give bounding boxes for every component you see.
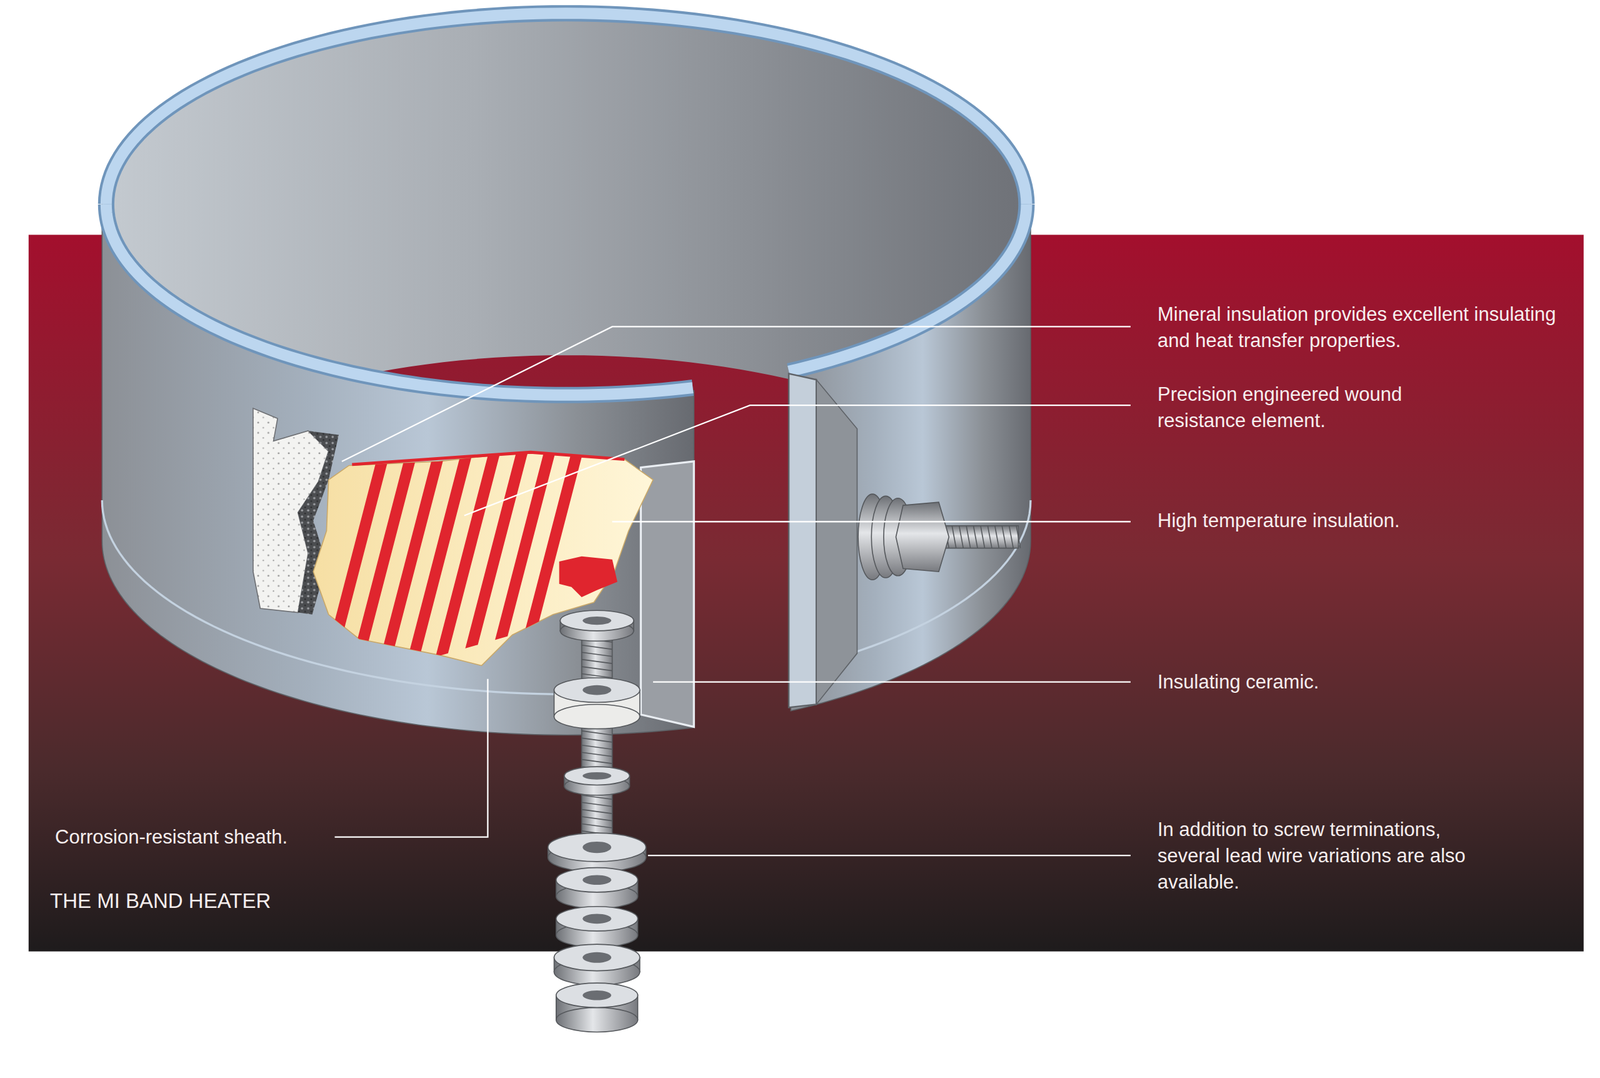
- flange-plate: [640, 461, 694, 727]
- insulating-ceramic-hole: [582, 685, 612, 695]
- hex-nut: [556, 1006, 639, 1032]
- callout-label: In addition to screw terminations, sever…: [1157, 816, 1499, 895]
- washer-hole: [582, 771, 612, 780]
- band-sheath: [101, 204, 694, 735]
- band-rim: [788, 204, 1027, 372]
- flange-plate: [816, 379, 857, 704]
- callout-label: Insulating ceramic.: [1157, 668, 1533, 695]
- thread-line: [951, 525, 957, 549]
- thread-line: [581, 816, 613, 821]
- element-terminal: [559, 556, 618, 597]
- thread-line: [581, 801, 613, 807]
- hex-nut: [556, 867, 639, 892]
- thread-line: [581, 659, 613, 664]
- terminal-bolt: [858, 493, 1021, 580]
- thread-line: [1016, 525, 1021, 549]
- callout-label: Corrosion-resistant sheath.: [55, 823, 380, 850]
- hex-nut: [895, 501, 949, 572]
- washer-hole: [582, 913, 612, 924]
- washer-hole: [582, 616, 612, 625]
- thread-line: [581, 759, 613, 764]
- leader-line: [653, 680, 1131, 682]
- thread-line: [581, 651, 613, 657]
- hex-nut-hole: [582, 990, 612, 1000]
- insulating-ceramic: [554, 677, 640, 702]
- leader-line: [648, 854, 1131, 856]
- leader-line: [464, 405, 1131, 515]
- thread-line: [581, 745, 613, 750]
- thread-line: [980, 525, 985, 549]
- hex-nut-hole: [582, 874, 612, 885]
- flange-plate: [788, 373, 817, 708]
- thread-line: [987, 525, 992, 549]
- band-rim: [106, 204, 694, 395]
- diagram-title: THE MI BAND HEATER: [50, 887, 450, 914]
- thread-line: [581, 809, 613, 814]
- thread-line: [581, 730, 613, 735]
- thread-line: [581, 751, 613, 757]
- washer: [554, 943, 640, 970]
- leader-line: [335, 678, 489, 837]
- thread-line: [1009, 525, 1014, 549]
- band-rim: [106, 204, 694, 395]
- thread-line: [581, 645, 613, 650]
- thread-line: [581, 795, 613, 800]
- callout-label: High temperature insulation.: [1157, 507, 1595, 534]
- thread-line: [1001, 525, 1007, 549]
- washer: [564, 766, 630, 785]
- thread-line: [581, 737, 613, 742]
- thread-line: [959, 525, 964, 549]
- thread-line: [995, 525, 1000, 549]
- washer-hole: [582, 841, 612, 853]
- thread-line: [581, 823, 613, 828]
- band-rim: [788, 204, 1027, 372]
- hex-nut: [556, 982, 639, 1007]
- washer: [556, 906, 639, 931]
- resistance-element: [351, 451, 625, 465]
- callout-label: Mineral insulation provides excellent in…: [1157, 301, 1570, 354]
- thread-line: [581, 673, 613, 679]
- washer: [560, 610, 634, 631]
- threaded-rod: [581, 612, 613, 1021]
- thread-line: [966, 525, 971, 549]
- terminal-screw: [548, 610, 647, 1032]
- washer-hole: [582, 951, 612, 963]
- thread-line: [581, 666, 613, 671]
- band-rim: [106, 13, 1027, 204]
- washer: [548, 832, 647, 862]
- leader-line: [341, 326, 1131, 462]
- leader-line: [612, 520, 1131, 522]
- insulating-ceramic: [554, 703, 640, 729]
- thread-line: [973, 525, 979, 549]
- band-rim: [106, 13, 1027, 204]
- callout-label: Precision engineered wound resistance el…: [1157, 381, 1452, 434]
